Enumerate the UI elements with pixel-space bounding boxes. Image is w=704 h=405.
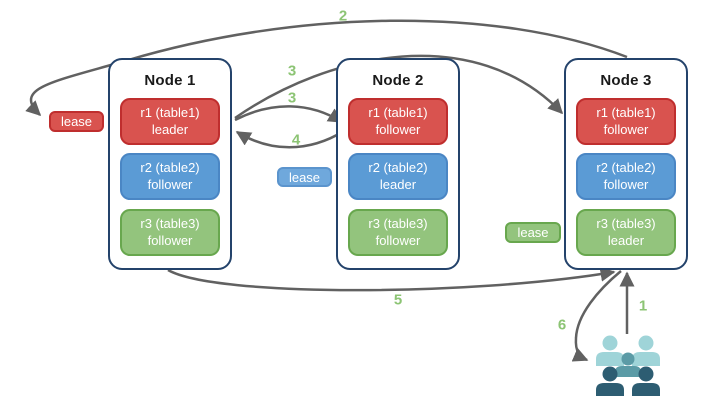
step-label-1: 1: [638, 297, 648, 315]
replica-name: r1 (table1): [368, 104, 428, 120]
replica-role: follower: [603, 176, 649, 192]
lease-chip-range1: lease: [49, 111, 104, 132]
arrow-step-3-replicate-to-node2: [234, 105, 344, 124]
step-label-3a: 3: [287, 62, 297, 80]
step-label-4: 4: [291, 131, 301, 149]
user-person-front-left: [596, 366, 624, 396]
arrow-step-4-ack-to-leader: [235, 129, 345, 149]
node-2: Node 2 r1 (table1) follower r2 (table2) …: [336, 58, 460, 270]
node-1-title: Node 1: [144, 72, 196, 89]
replica-role: leader: [379, 176, 417, 192]
replica-name: r1 (table1): [596, 104, 656, 120]
arrow-step-6-respond-to-client: [571, 270, 622, 362]
node-1-replica-r1: r1 (table1) leader: [120, 98, 220, 145]
replica-role: follower: [375, 232, 421, 248]
node-2-title: Node 2: [372, 72, 424, 89]
node-3: Node 3 r1 (table1) follower r2 (table2) …: [564, 58, 688, 270]
node-2-replica-r1: r1 (table1) follower: [348, 98, 448, 145]
lease-chip-range2: lease: [277, 167, 332, 187]
node-1-replica-r2: r2 (table2) follower: [120, 153, 220, 200]
node-2-replica-r2: r2 (table2) leader: [348, 153, 448, 200]
replica-role: follower: [603, 121, 649, 137]
node-3-replica-r3: r3 (table3) leader: [576, 209, 676, 256]
replica-name: r2 (table2): [368, 159, 428, 175]
replica-name: r2 (table2): [596, 159, 656, 175]
user-person-back-left: [596, 335, 624, 366]
replica-role: follower: [375, 121, 421, 137]
replica-role: follower: [147, 176, 193, 192]
replica-name: r1 (table1): [140, 104, 200, 120]
arrow-step-2-route-to-leaseholder: [25, 19, 628, 117]
step-label-3b: 3: [287, 89, 297, 107]
step-label-6: 6: [557, 316, 567, 334]
user-person-middle: [615, 352, 641, 377]
replica-name: r2 (table2): [140, 159, 200, 175]
step-label-5: 5: [393, 291, 403, 309]
user-person-back-right: [632, 335, 660, 366]
arrow-step-5-respond-to-gateway: [167, 266, 616, 292]
replica-name: r3 (table3): [368, 215, 428, 231]
replica-name: r3 (table3): [140, 215, 200, 231]
replica-name: r3 (table3): [596, 215, 656, 231]
lease-chip-range3: lease: [505, 222, 561, 243]
replica-role: follower: [147, 232, 193, 248]
replica-role: leader: [151, 121, 189, 137]
step-label-2: 2: [338, 7, 348, 25]
node-1-replica-r3: r3 (table3) follower: [120, 209, 220, 256]
node-3-title: Node 3: [600, 72, 652, 89]
node-3-replica-r2: r2 (table2) follower: [576, 153, 676, 200]
user-person-front-right: [632, 366, 660, 396]
arrow-step-3-replicate-to-node3: [234, 54, 564, 120]
node-1: Node 1 r1 (table1) leader r2 (table2) fo…: [108, 58, 232, 270]
node-2-replica-r3: r3 (table3) follower: [348, 209, 448, 256]
node-3-replica-r1: r1 (table1) follower: [576, 98, 676, 145]
replica-role: leader: [607, 232, 645, 248]
